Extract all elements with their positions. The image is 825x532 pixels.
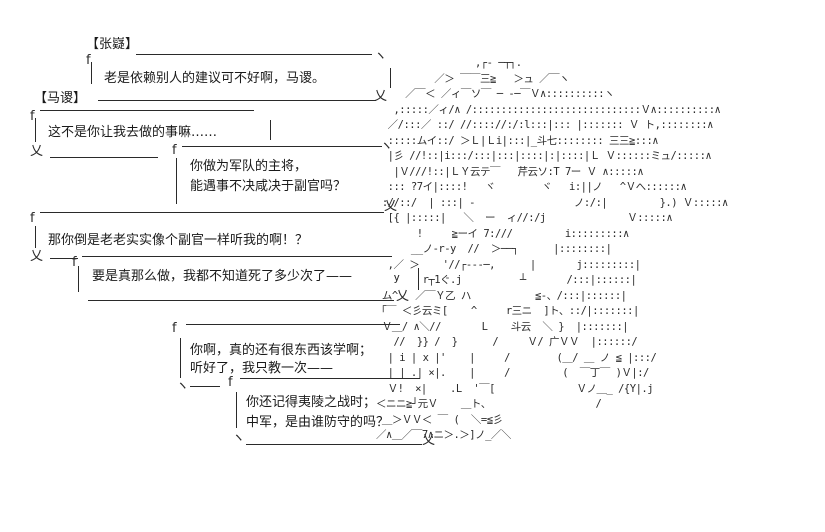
speaker-label-ma-su: 【马谡】 xyxy=(34,91,87,106)
dialogue-line: 老是依赖别人的建议可不好啊，马谡。 xyxy=(104,71,326,86)
speaker-label-zhang-ni: 【张嶷】 xyxy=(86,37,139,52)
ascii-art-figure: ,┌‐ ─┬┐. ／＞ ￣￣三≧ ＞ュ ／￣ヽ ／￣＜ ／ィ￣ソ￣ ─ -─￣Ｖ… xyxy=(376,57,728,441)
dialogue-line: 你做为军队的主将， xyxy=(190,159,308,174)
dialogue-line: 这不是你让我去做的事嘛…… xyxy=(48,125,218,140)
dialogue-line: 那你倒是老老实实像个副官一样听我的啊！？ xyxy=(48,233,309,248)
dialogue-line: 中军，是由谁防守的吗？ xyxy=(246,415,390,430)
dialogue-line: 你还记得夷陵之战时； xyxy=(246,395,377,410)
dialogue-line: 听好了，我只教一次—— xyxy=(190,361,334,376)
dialogue-line: 你啊，真的还有很东西该学啊； xyxy=(190,343,373,358)
dialogue-line: 能遇事不决咸决于副官吗？ xyxy=(190,179,347,194)
dialogue-line: 要是真那么做，我都不知道死了多少次了—— xyxy=(92,269,353,284)
